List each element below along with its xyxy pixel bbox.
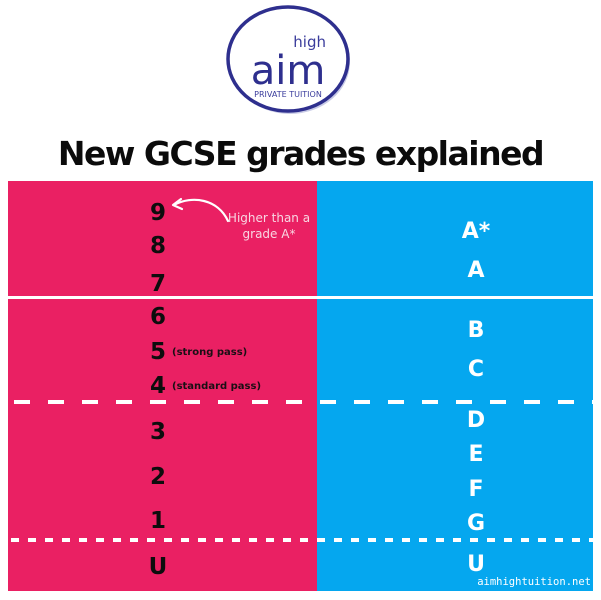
grade-3: 3 — [149, 419, 166, 445]
grade-5-note: (strong pass) — [172, 347, 248, 358]
grade-e: E — [468, 442, 484, 467]
grade-g: G — [466, 511, 486, 536]
annotation-line-1: Higher than a — [227, 211, 311, 225]
grade-8: 8 — [149, 233, 166, 259]
top-band-divider — [8, 296, 593, 299]
grade-u-new: U — [148, 554, 168, 580]
grade-5: 5 — [149, 339, 166, 365]
grade-7: 7 — [149, 271, 166, 297]
grade-f: F — [468, 477, 484, 502]
grade-9: 9 — [149, 200, 166, 226]
logo-tagline: PRIVATE TUITION — [254, 90, 322, 99]
curved-arrow-left-icon — [171, 197, 230, 223]
grade-u-old: U — [467, 552, 485, 577]
grade-2: 2 — [149, 464, 166, 490]
logo-high-text: high — [293, 33, 326, 51]
grade-4: 4 — [149, 373, 166, 399]
logo-circle-icon: high aim PRIVATE TUITION — [226, 5, 350, 114]
old-grades-panel — [317, 181, 593, 591]
new-grades-panel — [8, 181, 317, 591]
fail-line-divider — [8, 538, 593, 542]
higher-than-a-star-annotation: Higher than a grade A* — [222, 210, 316, 242]
aim-high-logo: high aim PRIVATE TUITION — [224, 4, 354, 117]
watermark-url: aimhightuition.net — [477, 576, 591, 588]
annotation-line-2: grade A* — [242, 227, 296, 241]
grade-6: 6 — [149, 304, 166, 330]
grade-4-note: (standard pass) — [172, 381, 262, 392]
grade-1: 1 — [149, 508, 166, 534]
logo-aim-text: aim — [251, 48, 326, 94]
grade-a-star: A* — [461, 219, 491, 244]
pass-line-divider — [8, 400, 593, 404]
grade-c: C — [467, 357, 485, 382]
page-title: New GCSE grades explained — [57, 134, 545, 173]
grade-a: A — [467, 258, 485, 283]
grade-d: D — [466, 408, 486, 433]
grade-b: B — [467, 318, 485, 343]
